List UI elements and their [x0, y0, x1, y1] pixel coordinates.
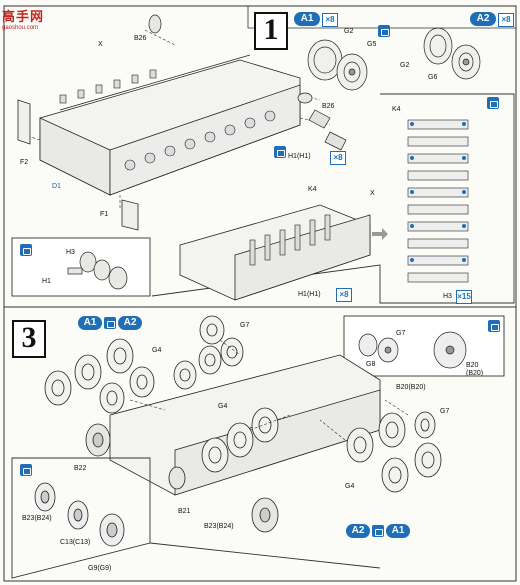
label-b20-alt: (B20)	[466, 370, 484, 377]
roadwheels-right	[346, 411, 442, 493]
label-g7-right: G7	[440, 408, 450, 415]
page-border	[3, 5, 517, 582]
badge-a2-step3: A2	[118, 316, 142, 330]
label-g7-inset: G7	[396, 330, 406, 337]
label-d1: D1	[52, 183, 61, 190]
label-b20-b20: B20(B20)	[396, 384, 426, 391]
badge-a1-top: A1	[294, 12, 320, 26]
hull-lower	[179, 204, 371, 301]
label-h1-h1-lower: H1(H1)	[298, 291, 321, 298]
assembly-arrow	[372, 228, 388, 240]
step-number-3: 3	[12, 320, 46, 358]
select-icon-1	[378, 25, 390, 37]
roadwheels-middle	[201, 407, 279, 473]
wheel-set-a2	[423, 27, 481, 80]
label-h3-track: H3	[443, 293, 452, 300]
label-g4-top: G4	[152, 347, 162, 354]
label-h1-inset: H1	[42, 278, 51, 285]
watermark-logo: 高手网 gaoshou.com	[2, 9, 45, 31]
track-links-vertical	[407, 119, 469, 283]
inset-g-parts	[358, 331, 467, 369]
multiplier-x15: ×15	[456, 290, 472, 304]
label-g5: G5	[367, 41, 377, 48]
label-g4-bottom: G4	[345, 483, 355, 490]
label-b23-b24-main: B23(B24)	[204, 523, 234, 530]
label-g4-middle: G4	[218, 403, 228, 410]
roadwheels-top	[173, 315, 244, 390]
sprocket-b26	[148, 14, 313, 104]
zoom-icon-sprocket	[20, 464, 32, 476]
label-f1: F1	[100, 211, 109, 218]
label-b21: B21	[178, 508, 191, 515]
multiplier-x8-a2: ×8	[498, 13, 514, 27]
assembly-guides-step3	[129, 339, 409, 441]
badge-a1-bottom: A1	[386, 524, 410, 538]
label-c13: C13(C13)	[60, 539, 91, 546]
label-x-track: X	[370, 190, 375, 197]
label-g6: G6	[428, 74, 438, 81]
hull-suspension	[59, 69, 276, 171]
label-k4-inset: K4	[392, 106, 401, 113]
badge-a2-bottom: A2	[346, 524, 370, 538]
label-g9: G9(G9)	[88, 565, 112, 572]
multiplier-x8-h1: ×8	[330, 151, 346, 165]
label-g8: G8	[366, 361, 376, 368]
roadwheels-left	[44, 338, 155, 414]
zoom-icon-track	[487, 97, 499, 109]
sprockets-step3	[85, 423, 279, 533]
multiplier-x8-h1-lower: ×8	[336, 288, 352, 302]
select-icon-bottom	[372, 525, 384, 537]
label-b22: B22	[74, 465, 87, 472]
label-f2: F2	[20, 159, 29, 166]
select-icon-h1	[274, 146, 286, 158]
label-g2-right: G2	[400, 62, 410, 69]
inset-sprocket-parts	[34, 482, 125, 547]
inset-box-sprocket	[11, 457, 381, 579]
label-b26-right: B26	[322, 103, 335, 110]
step-number-1: 1	[254, 12, 288, 50]
wheel-set-a1	[307, 39, 368, 91]
zoom-icon-h	[20, 244, 32, 256]
inset-h-parts	[67, 251, 128, 290]
zoom-icon-g	[488, 320, 500, 332]
idler-parts	[308, 109, 347, 151]
label-x-top: X	[98, 41, 103, 48]
badge-a1-step3: A1	[78, 316, 102, 330]
label-h1-h1-upper: H1(H1)	[288, 153, 311, 160]
track-guide-marks	[410, 122, 466, 262]
badge-a2-top: A2	[470, 12, 496, 26]
multiplier-x8-a1: ×8	[322, 13, 338, 27]
select-icon-step3	[104, 317, 116, 329]
inset-box-track	[151, 93, 515, 304]
label-g2-left: G2	[344, 28, 354, 35]
label-h3-inset: H3	[66, 249, 75, 256]
hull-upper	[39, 54, 301, 196]
hull-lower-wheels	[249, 214, 331, 266]
step1-header-frame	[247, 6, 516, 29]
label-b23-b24-inset: B23(B24)	[22, 515, 52, 522]
label-b26-top: B26	[134, 35, 147, 42]
armor-plates	[17, 99, 139, 231]
label-g7-top: G7	[240, 322, 250, 329]
label-b20: B20	[466, 362, 479, 369]
label-k4-lower: K4	[308, 186, 317, 193]
